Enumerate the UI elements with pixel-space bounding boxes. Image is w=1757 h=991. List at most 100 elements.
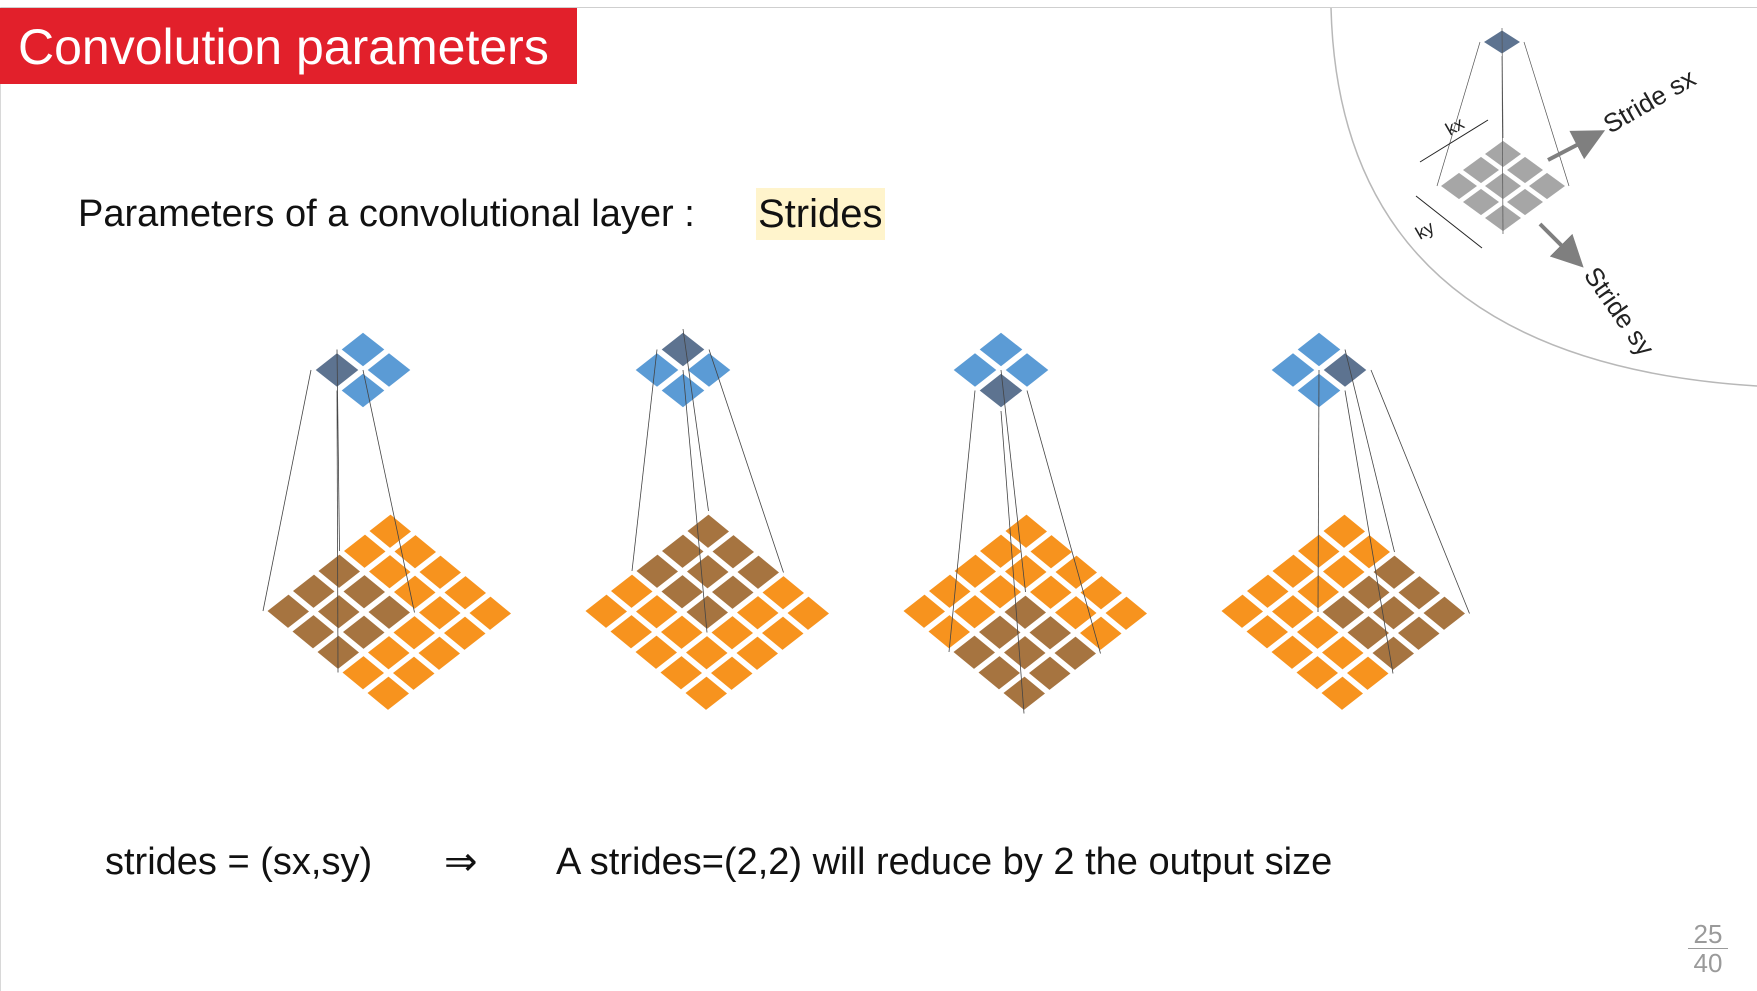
input-cell (585, 594, 627, 628)
input-cell (1272, 554, 1314, 588)
input-cell-active (343, 575, 385, 609)
input-cell-active (1372, 636, 1414, 670)
input-cell-active (712, 535, 754, 569)
input-cell-active (1054, 636, 1096, 670)
input-cell (1348, 535, 1390, 569)
strides-formula: strides = (sx,sy) (105, 841, 373, 883)
output-cell-active (979, 373, 1023, 408)
output-cell (979, 332, 1023, 367)
input-cell (1272, 595, 1314, 629)
input-cell (1105, 596, 1147, 630)
input-cell (419, 555, 461, 589)
output-cell (687, 353, 731, 387)
ky-dimension-line (1415, 195, 1483, 249)
input-cell-active (343, 615, 385, 649)
kernel-cell (1529, 172, 1565, 200)
input-cell (393, 656, 435, 690)
output-cell (953, 353, 997, 387)
output-cell (1271, 353, 1315, 387)
projection-line (948, 390, 976, 653)
input-cell-active (978, 656, 1020, 690)
projection-line (362, 369, 415, 613)
input-cell (1347, 656, 1389, 690)
input-cell-active (1003, 676, 1045, 710)
page-current: 25 (1688, 920, 1728, 949)
input-cell-active (293, 574, 335, 608)
input-cell (762, 576, 804, 610)
input-cell (342, 656, 384, 690)
input-cell (980, 534, 1022, 568)
input-cell (929, 574, 971, 608)
stride-panel-2 (585, 328, 829, 710)
top-divider (0, 7, 1757, 8)
page-number: 25 40 (1688, 920, 1728, 977)
kernel-inset: kx ky Stride sx Stride sy (1412, 27, 1701, 361)
input-cell (711, 656, 753, 690)
input-cell (1080, 616, 1122, 650)
input-cell (1323, 514, 1365, 548)
input-cell-active (737, 555, 779, 589)
output-cell-active (1323, 353, 1367, 387)
input-cell-active (636, 554, 678, 588)
input-cell-active (953, 635, 995, 669)
input-cell-active (318, 554, 360, 588)
input-cell (660, 656, 702, 690)
input-cell (1323, 555, 1365, 589)
input-cell-active (1398, 616, 1440, 650)
slide-title: Convolution parameters (18, 19, 549, 75)
input-cell-active (292, 615, 334, 649)
inset-projection-line (1501, 55, 1504, 235)
output-cell (1297, 332, 1341, 367)
input-cell (1297, 615, 1339, 649)
input-cell-active (267, 594, 309, 628)
kernel-cell (1463, 188, 1499, 216)
input-cell-active (1322, 595, 1364, 629)
input-cell (1030, 575, 1072, 609)
projection-line (682, 328, 709, 512)
kernel-cell (1507, 156, 1543, 184)
projection-line (682, 369, 708, 633)
input-cell (711, 616, 753, 650)
input-cell (686, 636, 728, 670)
input-cell (611, 574, 653, 608)
input-cell (636, 595, 678, 629)
stride-x-label: Stride sx (1598, 63, 1701, 140)
input-cell (1055, 596, 1097, 630)
projection-line (336, 349, 340, 552)
input-cell (1247, 574, 1289, 608)
input-cell (1246, 615, 1288, 649)
projection-line (1000, 410, 1025, 714)
kernel-cell (1441, 172, 1477, 200)
input-cell-active (1348, 575, 1390, 609)
projection-line (1344, 349, 1395, 553)
page-total: 40 (1693, 948, 1723, 978)
input-cell (762, 616, 804, 650)
output-cell (1005, 353, 1049, 387)
output-cell (635, 353, 679, 387)
stride-panel-4 (1221, 332, 1470, 710)
input-cell (418, 636, 460, 670)
input-cell (954, 595, 996, 629)
inset-projection-line (1436, 41, 1481, 187)
input-cell (928, 615, 970, 649)
input-cell (1298, 534, 1340, 568)
output-cell-active (661, 332, 705, 367)
input-cell-active (1423, 596, 1465, 630)
input-cell-active (687, 555, 729, 589)
input-cell (1321, 676, 1363, 710)
input-cell-active (686, 595, 728, 629)
input-cell-active (979, 615, 1021, 649)
input-cell (368, 636, 410, 670)
input-cell (736, 636, 778, 670)
output-cell (367, 353, 411, 387)
input-cell (635, 635, 677, 669)
input-cell (1055, 555, 1097, 589)
input-cell-active (1029, 656, 1071, 690)
input-cell (394, 575, 436, 609)
input-cell (1005, 514, 1047, 548)
input-cell (444, 576, 486, 610)
stride-panel-1 (262, 332, 511, 710)
projection-line (262, 369, 312, 612)
input-cell (1322, 636, 1364, 670)
